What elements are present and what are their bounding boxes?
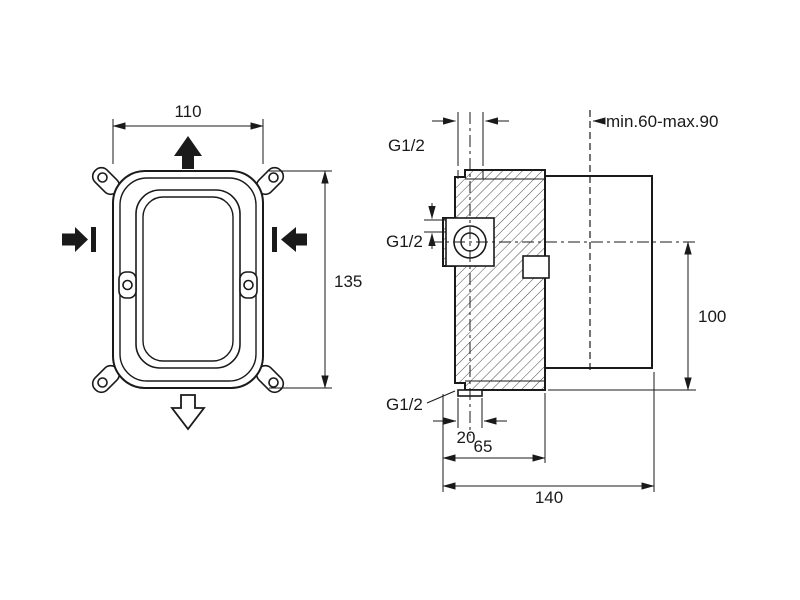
dim-label-body-depth: 65 xyxy=(474,437,493,456)
dim-label-port-width: 20 xyxy=(457,428,476,447)
dim-label-overall-depth: 140 xyxy=(535,488,563,507)
dimension-depth-range: min.60-max.90 xyxy=(592,112,718,131)
screw-hole-icon xyxy=(268,377,279,388)
screw-hole-icon xyxy=(268,172,279,183)
dimension-thread-side: G1/2 xyxy=(386,203,446,251)
dimension-overall-depth-140: 140 xyxy=(442,372,655,507)
dim-label-axis-height: 100 xyxy=(698,307,726,326)
dim-label-thread-side: G1/2 xyxy=(386,232,423,251)
outlet-down-arrow-icon xyxy=(170,394,206,431)
valve-opening-inner xyxy=(142,196,234,362)
dimension-body-depth-65: 65 xyxy=(442,393,546,492)
side-tab-right xyxy=(239,271,258,299)
screw-hole-icon xyxy=(97,172,108,183)
outlet-up-arrow-icon xyxy=(174,136,202,169)
inlet-left-arrow-icon xyxy=(62,227,96,252)
valve-body-section xyxy=(442,169,546,391)
screw-hole-icon xyxy=(243,279,254,291)
dimension-thread-bottom: G1/2 xyxy=(386,390,456,414)
front-view: 110 135 xyxy=(62,102,362,431)
dimension-axis-height-100: 100 xyxy=(548,241,726,391)
screw-hole-icon xyxy=(122,279,133,291)
dimension-width-110: 110 xyxy=(112,102,264,164)
dim-label-width: 110 xyxy=(174,102,201,121)
inlet-right-arrow-icon xyxy=(272,227,307,252)
retaining-clip xyxy=(522,255,550,279)
dim-label-depth-range: min.60-max.90 xyxy=(606,112,718,131)
screw-hole-icon xyxy=(97,377,108,388)
plaster-cover xyxy=(544,175,653,369)
dim-label-height: 135 xyxy=(334,272,362,291)
side-view: min.60-max.90 G1/2 G1/2 G1/2 100 xyxy=(386,110,726,507)
valve-opening-outer xyxy=(135,189,241,369)
dim-label-thread-top: G1/2 xyxy=(388,136,425,155)
dimension-thread-top: G1/2 xyxy=(388,112,509,166)
side-tab-left xyxy=(118,271,137,299)
dimension-height-135: 135 xyxy=(269,170,362,389)
dimension-port-width-20: 20 xyxy=(433,398,507,447)
dim-label-thread-bottom: G1/2 xyxy=(386,395,423,414)
